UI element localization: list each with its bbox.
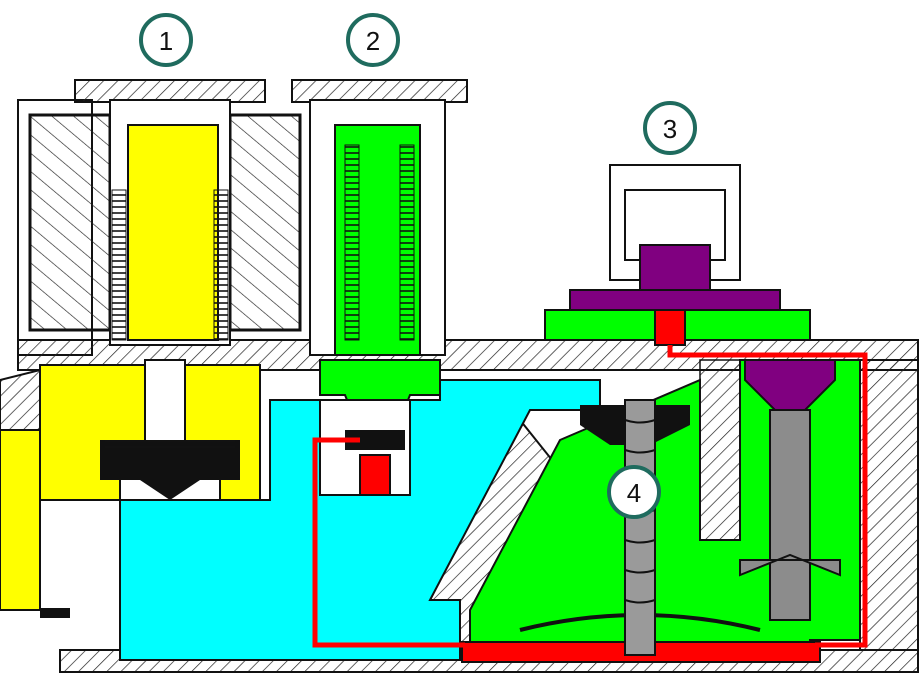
marker-3-label: 3 (663, 114, 677, 144)
marker-3-ring (643, 101, 697, 155)
marker-4-label: 4 (627, 478, 641, 508)
marker-2-ring (346, 13, 400, 67)
marker-4-ring (607, 465, 661, 519)
solenoid-2 (291, 79, 468, 496)
solenoid-1 (28, 79, 302, 501)
marker-2-label: 2 (366, 26, 380, 56)
regulator-3 (544, 164, 841, 621)
marker-3: 3 (643, 101, 697, 155)
lower-chamber (461, 359, 861, 663)
marker-1-label: 1 (159, 26, 173, 56)
marker-1-ring (139, 13, 193, 67)
marker-2: 2 (346, 13, 400, 67)
control-line (312, 345, 868, 648)
marker-1: 1 (139, 13, 193, 67)
water-chamber (119, 379, 601, 661)
marker-4: 4 (607, 465, 661, 519)
